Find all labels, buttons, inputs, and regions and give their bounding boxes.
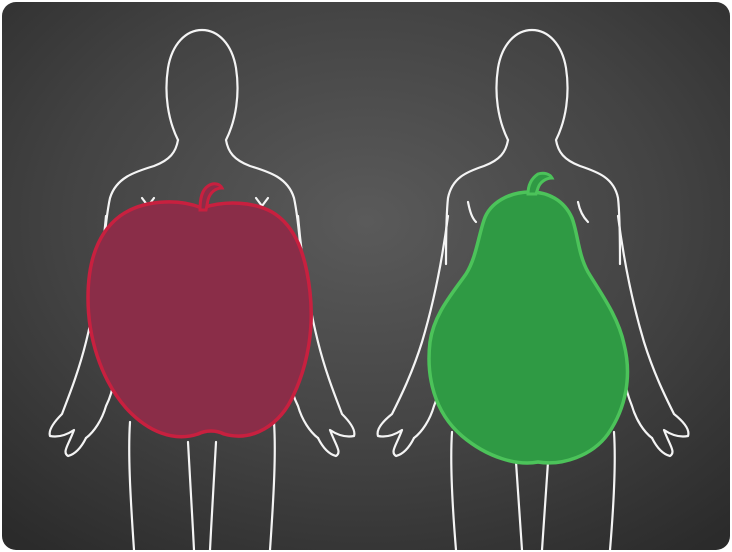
apple-shape [88,184,311,437]
apple-body [88,202,311,437]
